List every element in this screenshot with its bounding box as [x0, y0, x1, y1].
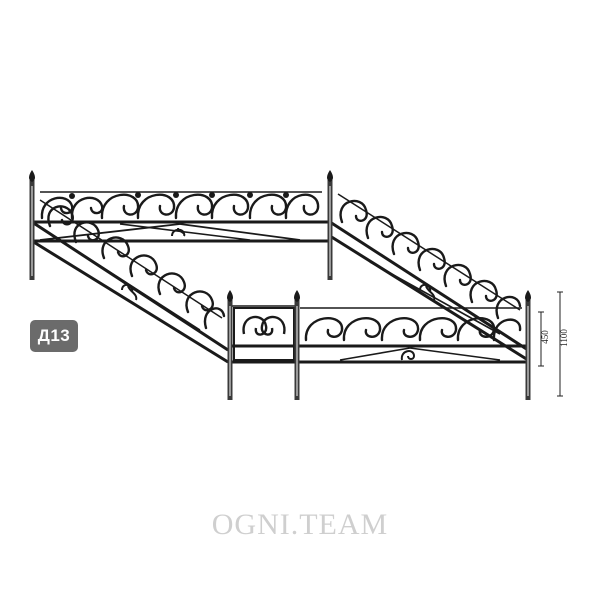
left-fence-section: [31, 199, 229, 364]
front-fence-section: [228, 305, 528, 364]
fence-posts: [29, 180, 531, 400]
post-finials: [29, 170, 531, 302]
post-front-left: [227, 300, 233, 400]
dimension-lines: [538, 291, 563, 397]
post-back-left: [29, 180, 35, 280]
gate-panel: [233, 307, 295, 361]
right-fence-section: [329, 193, 529, 362]
dimension-label-450: 450: [539, 330, 550, 344]
watermark-text: OGNI.TEAM: [211, 508, 389, 541]
model-code-badge: Д13: [30, 320, 78, 352]
back-fence-section: [32, 191, 330, 243]
dimension-label-1100: 1100: [558, 329, 569, 347]
post-front-right: [525, 300, 531, 400]
post-gate-right: [294, 300, 300, 400]
post-back-right: [327, 180, 333, 280]
